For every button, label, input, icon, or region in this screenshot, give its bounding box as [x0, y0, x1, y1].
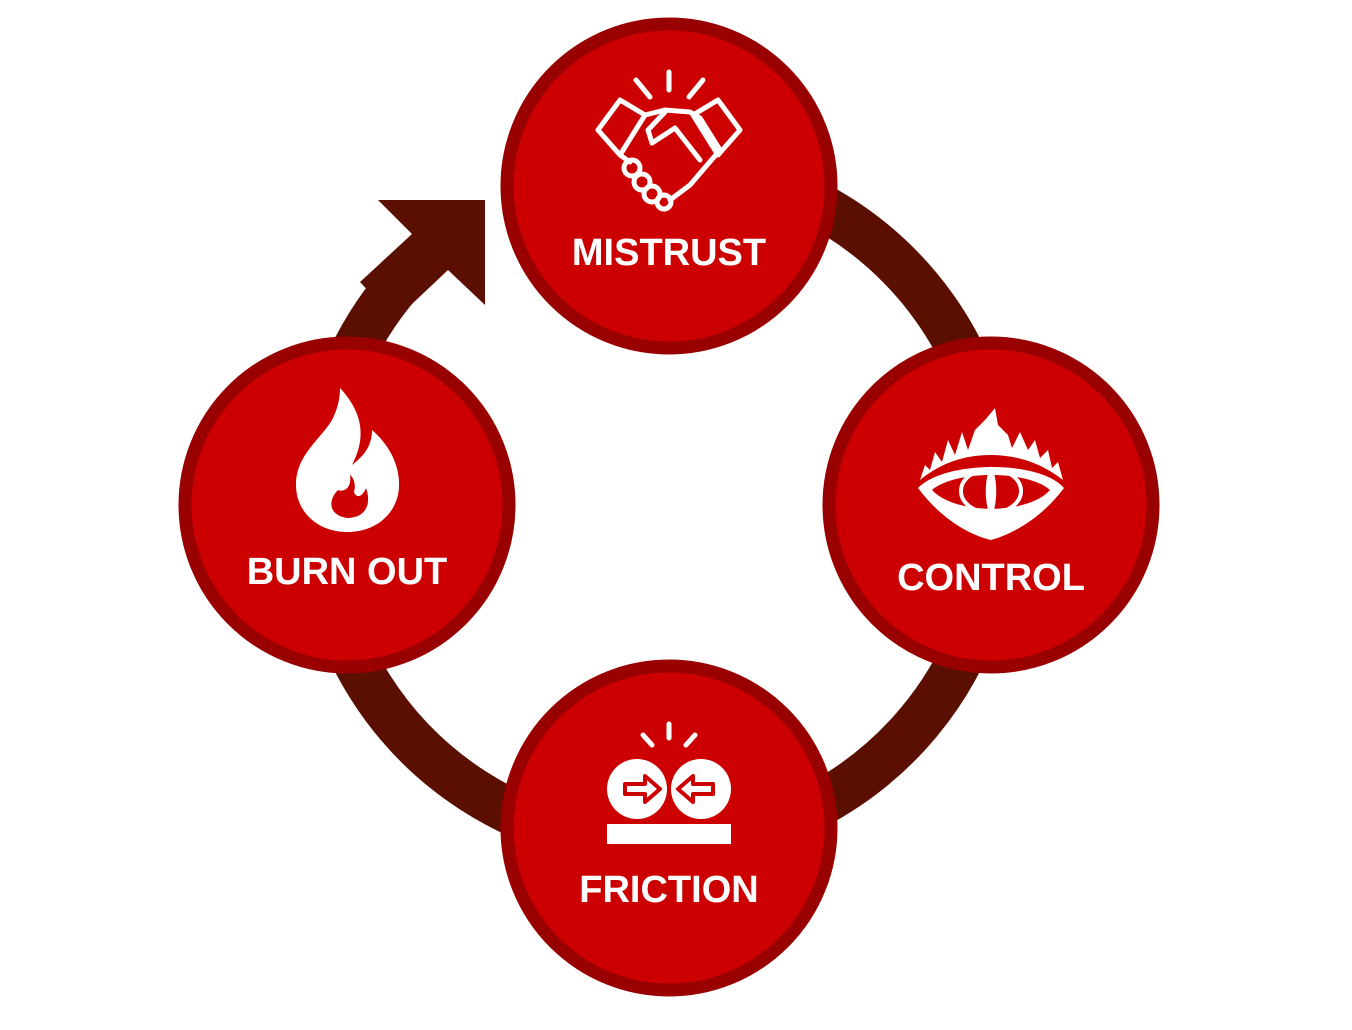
node-friction: FRICTION: [500, 659, 838, 997]
node-label-control: CONTROL: [897, 557, 1085, 599]
cycle-arrowhead: [360, 200, 485, 320]
node-label-mistrust: MISTRUST: [572, 232, 766, 274]
flaming-eye-icon: [918, 408, 1064, 540]
node-burn-out: BURN OUT: [178, 336, 516, 674]
collision-icon: [607, 721, 731, 844]
flame-icon: [296, 388, 400, 532]
handshake-icon: [595, 69, 743, 212]
node-label-friction: FRICTION: [579, 869, 758, 911]
node-mistrust: MISTRUST: [500, 17, 838, 355]
node-label-burn-out: BURN OUT: [247, 551, 448, 593]
node-control: CONTROL: [822, 336, 1160, 674]
